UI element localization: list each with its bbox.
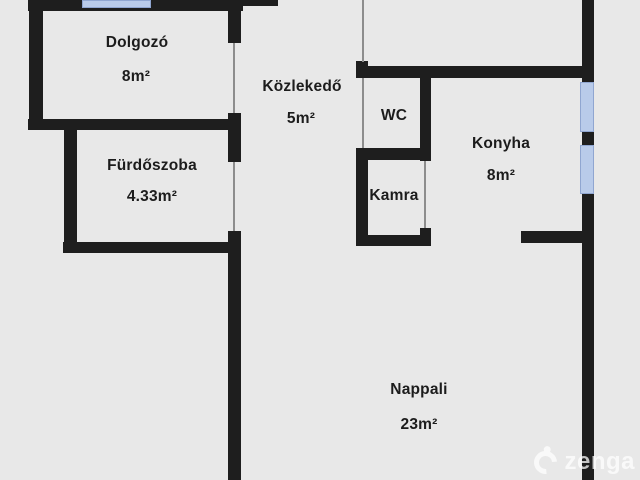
room-area-label: 23m² — [400, 416, 438, 433]
zenga-watermark-text: zenga — [564, 448, 635, 475]
wall — [29, 0, 43, 130]
wall — [521, 231, 594, 243]
window — [580, 145, 594, 194]
room-name-label: Dolgozó — [105, 34, 169, 51]
room-name-label: Konyha — [471, 135, 531, 152]
wall — [582, 132, 594, 145]
room-area-label: 5m² — [286, 110, 316, 127]
wall — [356, 148, 431, 160]
zenga-logo-icon — [529, 445, 563, 479]
wall — [356, 148, 368, 246]
wall — [582, 194, 594, 480]
wall — [228, 113, 241, 162]
room-area-label: 8m² — [486, 167, 516, 184]
room-name-label: WC — [380, 107, 408, 124]
wall — [64, 128, 77, 253]
door-opening-line — [362, 78, 364, 148]
wall — [63, 242, 240, 253]
room-area-label: 8m² — [121, 68, 151, 85]
room-name-label: Nappali — [390, 381, 448, 398]
wall — [420, 66, 431, 161]
wall — [28, 119, 240, 130]
wall — [356, 235, 431, 246]
wall — [228, 0, 241, 43]
room-area-label: 4.33m² — [126, 188, 178, 205]
door-opening-line — [233, 43, 235, 113]
room-name-label: Fürdőszoba — [107, 157, 197, 174]
wall — [228, 231, 241, 480]
window — [82, 0, 151, 8]
room-name-label: Kamra — [369, 187, 419, 204]
room-name-label: Közlekedő — [262, 78, 342, 95]
wall — [240, 0, 278, 6]
door-opening-line — [233, 162, 235, 231]
wall — [582, 0, 594, 82]
wall — [356, 66, 594, 78]
door-opening-line — [362, 0, 364, 62]
door-opening-line — [424, 161, 426, 228]
window — [580, 82, 594, 132]
